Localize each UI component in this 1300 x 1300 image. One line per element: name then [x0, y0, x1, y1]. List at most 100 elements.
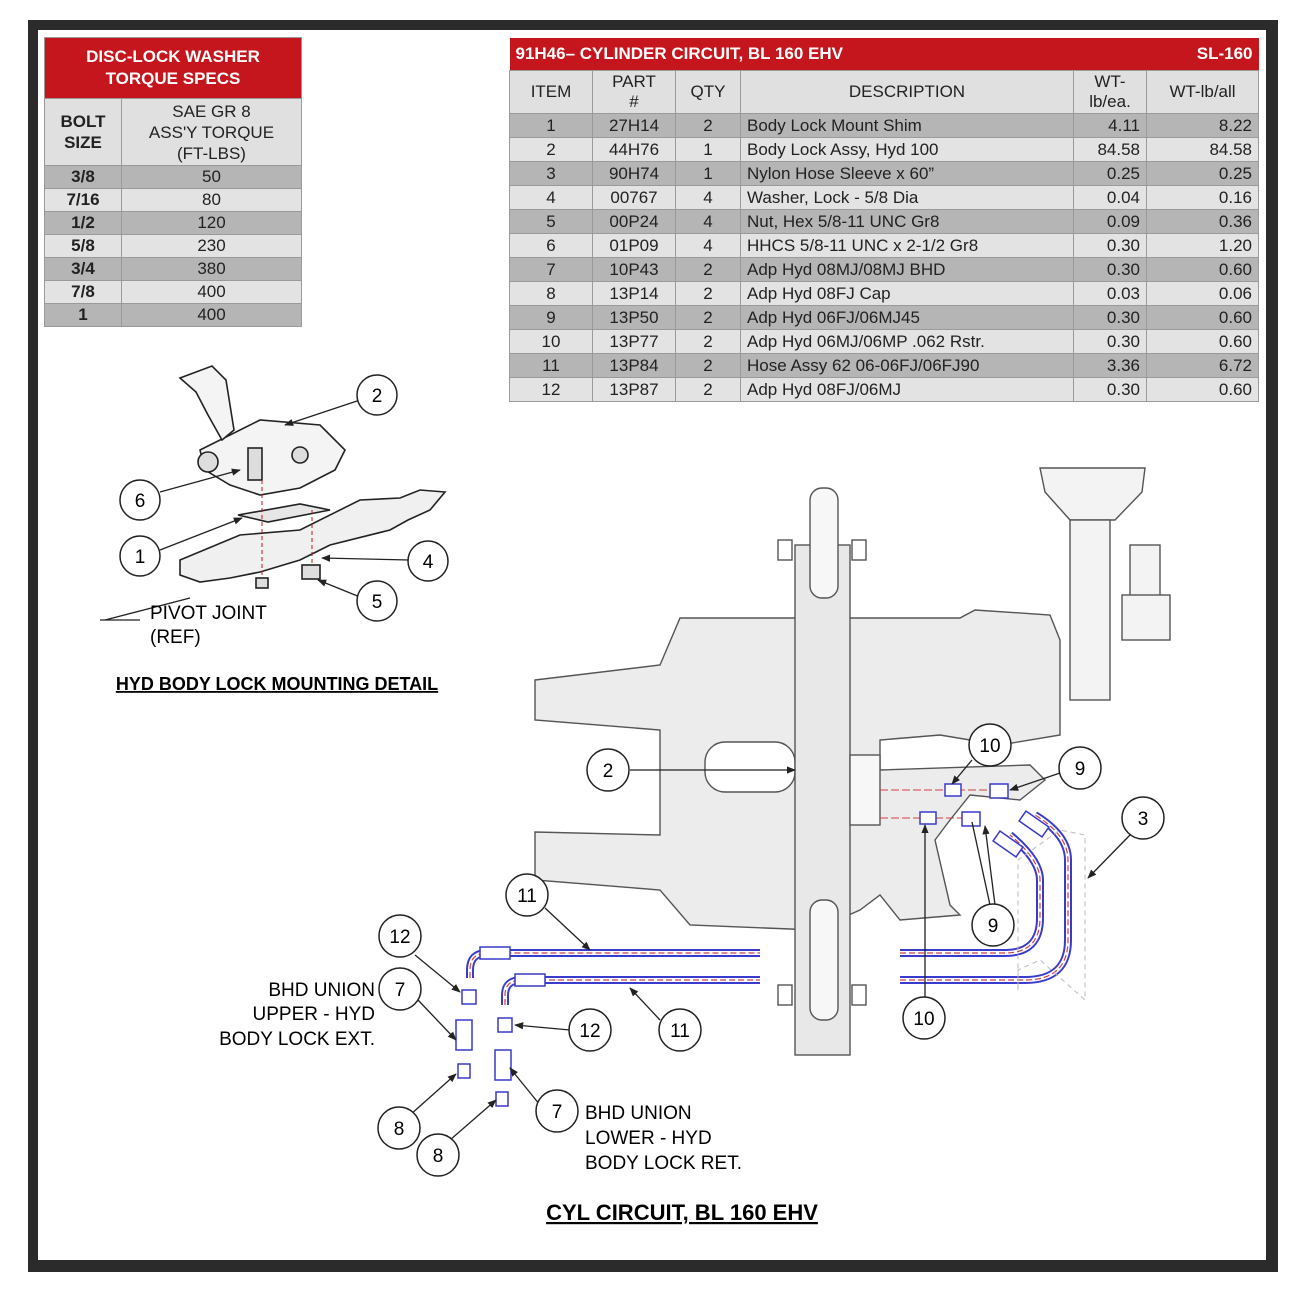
restrictor-fitting-upper — [944, 783, 962, 797]
mounting-detail-title: HYD BODY LOCK MOUNTING DETAIL — [116, 674, 438, 694]
qty-cell: 1 — [675, 161, 741, 186]
elbow-45-lower — [961, 811, 981, 827]
callout-2: 2 — [586, 748, 630, 792]
bolt-head — [247, 447, 263, 481]
torque-title-line1: DISC-LOCK WASHER — [86, 47, 260, 66]
body-lock-hook — [178, 365, 235, 442]
callout-10: 10 — [902, 996, 946, 1040]
bhd-lower-line3: BODY LOCK RET. — [585, 1153, 742, 1174]
cap-upper — [457, 1063, 471, 1079]
weight-each-cell: 0.03 — [1073, 281, 1147, 306]
item-cell: 1 — [509, 113, 593, 138]
qty-cell: 4 — [675, 209, 741, 234]
description-cell: Washer, Lock - 5/8 Dia — [740, 185, 1074, 210]
svg-text:7: 7 — [552, 1102, 563, 1123]
mounting-detail-drawing — [178, 365, 447, 589]
bolt-size: 5/8 — [44, 234, 122, 258]
hose-end-lower — [992, 830, 1024, 858]
bhd-lower-label: BHD UNION LOWER - HYD BODY LOCK RET. — [585, 1103, 742, 1174]
detail-leaders — [100, 399, 411, 621]
weight-all-cell: 0.36 — [1146, 209, 1259, 234]
bhd-upper-line2: UPPER - HYD — [253, 1004, 375, 1025]
description-cell: Adp Hyd 08MJ/08MJ BHD — [740, 257, 1074, 282]
svg-text:10: 10 — [913, 1009, 934, 1030]
item-cell: 3 — [509, 161, 593, 186]
restrictor-fitting-lower — [919, 811, 937, 825]
callout-1: 1 — [119, 535, 161, 577]
qty-cell: 2 — [675, 377, 741, 402]
torque-header-line2: ASS'Y TORQUE — [148, 122, 275, 142]
bhd-upper-label: BHD UNION UPPER - HYD BODY LOCK EXT. — [219, 980, 375, 1050]
bolt-size: 1/2 — [44, 211, 122, 235]
description-cell: Hose Assy 62 06-06FJ/06FJ90 — [740, 353, 1074, 378]
item-cell: 6 — [509, 233, 593, 258]
weight-all-cell: 0.25 — [1146, 161, 1259, 186]
weight-each-cell: 0.25 — [1073, 161, 1147, 186]
description-cell: Body Lock Assy, Hyd 100 — [740, 137, 1074, 162]
callout-4: 4 — [407, 540, 449, 582]
svg-text:2: 2 — [603, 761, 614, 782]
circuit-title: CYL CIRCUIT, BL 160 EHV — [546, 1200, 818, 1225]
hose-end-left-upper — [479, 946, 511, 960]
svg-text:8: 8 — [394, 1119, 405, 1140]
qty-cell: 2 — [675, 329, 741, 354]
hose-end-upper — [1018, 810, 1050, 838]
description-cell: Adp Hyd 06FJ/06MJ45 — [740, 305, 1074, 330]
torque-value: 400 — [121, 303, 302, 327]
svg-text:11: 11 — [517, 886, 537, 907]
frame-slot — [704, 741, 796, 793]
callout-11: 11 — [505, 873, 549, 917]
parts-table-title: 91H46– CYLINDER CIRCUIT, BL 160 EHV — [509, 38, 1147, 71]
circuit-leaders — [409, 759, 1131, 1141]
weight-all-cell: 0.60 — [1146, 329, 1259, 354]
callout-12: 12 — [568, 1008, 612, 1052]
description-cell: Adp Hyd 08FJ/06MJ — [740, 377, 1074, 402]
circuit-drawing — [534, 467, 1171, 1056]
item-cell: 9 — [509, 305, 593, 330]
weight-all-cell: 0.60 — [1146, 257, 1259, 282]
torque-table-title: DISC-LOCK WASHER TORQUE SPECS — [44, 37, 302, 99]
right-hose-upper — [900, 831, 1044, 957]
item-cell: 4 — [509, 185, 593, 210]
description-cell: Adp Hyd 08FJ Cap — [740, 281, 1074, 306]
callout-12: 12 — [378, 914, 422, 958]
cap-lower — [495, 1091, 509, 1107]
callout-2: 2 — [356, 374, 398, 416]
weight-all-cell: 0.60 — [1146, 377, 1259, 402]
qty-cell: 4 — [675, 233, 741, 258]
qty-cell: 2 — [675, 281, 741, 306]
qty-cell: 4 — [675, 185, 741, 210]
hose-sleeve — [1017, 829, 1086, 1002]
bolt-lower-left — [777, 984, 793, 1006]
wt-ea-line1: WT- — [1094, 72, 1126, 91]
weight-each-cell: 0.30 — [1073, 305, 1147, 330]
svg-text:11: 11 — [670, 1021, 690, 1042]
torque-title-line2: TORQUE SPECS — [105, 69, 241, 88]
callout-8: 8 — [377, 1106, 421, 1150]
bhd-union-lower — [494, 1049, 512, 1081]
weight-each-cell: 0.30 — [1073, 377, 1147, 402]
callout-9: 9 — [971, 903, 1015, 947]
description-cell: Nylon Hose Sleeve x 60” — [740, 161, 1074, 186]
elbow-45-upper — [989, 783, 1009, 799]
bolt-size: 7/8 — [44, 280, 122, 304]
part-number-cell: 13P87 — [592, 377, 676, 402]
lower-nut — [255, 577, 269, 589]
svg-text:1: 1 — [135, 547, 146, 568]
description-cell: Nut, Hex 5/8-11 UNC Gr8 — [740, 209, 1074, 234]
weight-each-cell: 3.36 — [1073, 353, 1147, 378]
weight-all-cell: 6.72 — [1146, 353, 1259, 378]
weight-all-cell: 1.20 — [1146, 233, 1259, 258]
